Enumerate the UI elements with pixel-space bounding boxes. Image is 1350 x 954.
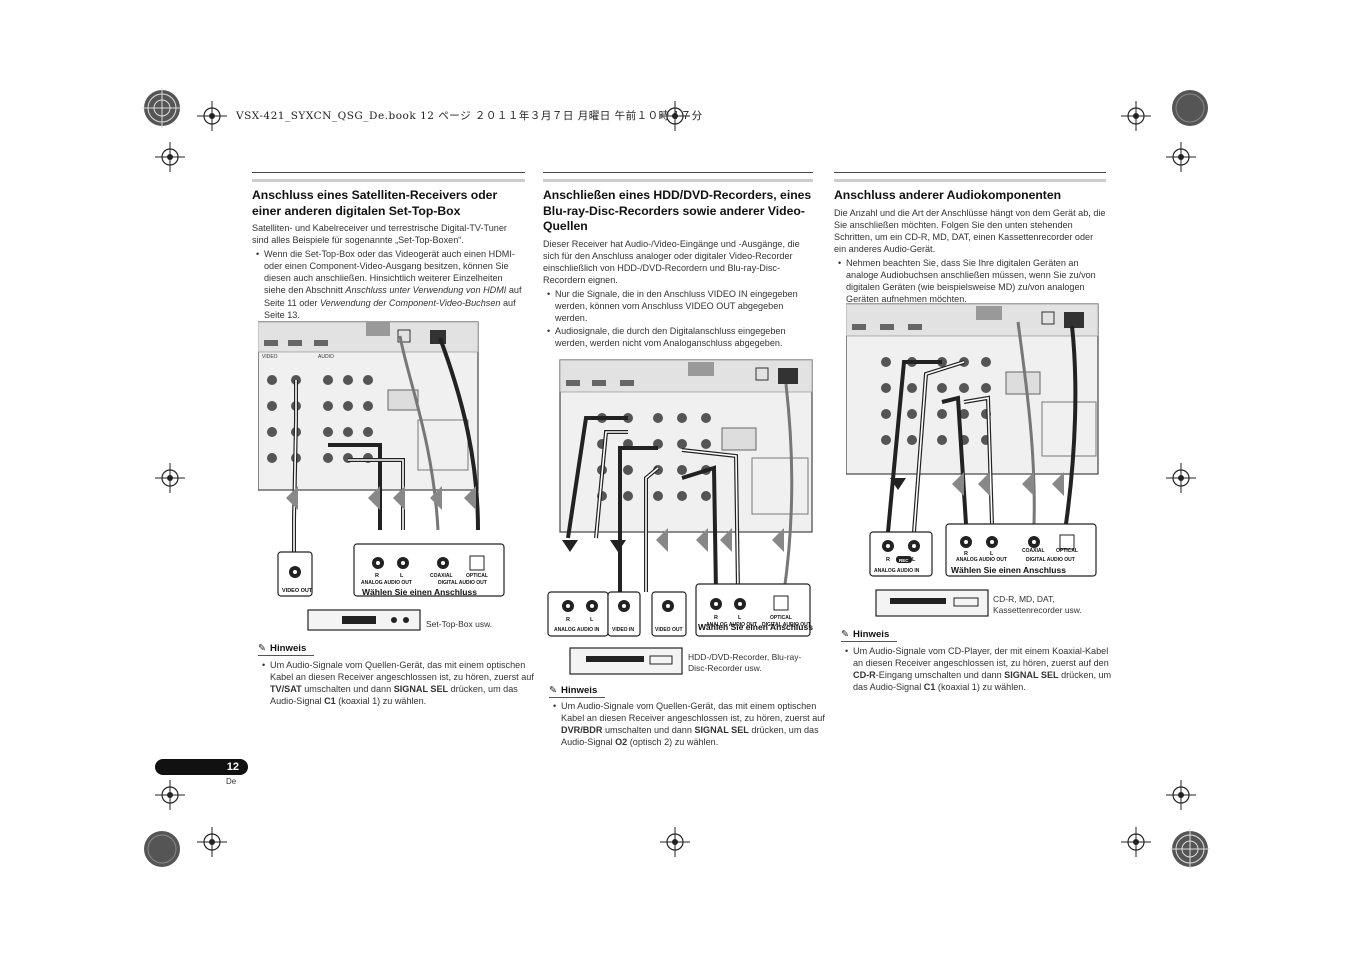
- choose-connection-label: Wählen Sie einen Anschluss: [698, 622, 813, 632]
- coaxial-label: COAXIAL: [430, 573, 453, 579]
- connection-diagram-audio: R L REC ANALOG AUDIO IN R L COAXIAL OPTI…: [846, 302, 1100, 624]
- section-rule: [543, 172, 813, 182]
- device-label: Set-Top-Box usw.: [426, 619, 493, 629]
- bullet-list: Nur die Signale, die in den Anschluss VI…: [543, 288, 813, 349]
- section-intro: Satelliten- und Kabelreceiver und terres…: [252, 223, 507, 246]
- crosshair-mark-icon: [155, 142, 185, 172]
- connection-diagram-set-top-box: VIDEO AUDIO VIDEO OUT R L ANALOG AUDIO O…: [258, 320, 523, 638]
- optical-label: OPTICAL: [770, 615, 792, 621]
- section-intro: Die Anzahl und die Art der Anschlüsse hä…: [834, 207, 1106, 254]
- digital-audio-out-label: DIGITAL AUDIO OUT: [1026, 557, 1075, 563]
- note-title: ✎Hinweis: [549, 685, 605, 698]
- choose-connection-label: Wählen Sie einen Anschluss: [951, 565, 1066, 575]
- l-label: L: [400, 573, 404, 579]
- svg-text:AUDIO: AUDIO: [318, 354, 334, 360]
- section-audio-components: Anschluss anderer Audiokomponenten Die A…: [834, 172, 1106, 306]
- page-number-badge: 12: [155, 759, 248, 775]
- section-title: Anschließen eines HDD/DVD-Recorders, ein…: [543, 188, 812, 233]
- crosshair-mark-icon: [1166, 142, 1196, 172]
- crosshair-mark-icon: [1166, 463, 1196, 493]
- crosshair-mark-icon: [660, 827, 690, 857]
- analog-audio-out-label: ANALOG AUDIO OUT: [956, 557, 1007, 563]
- crosshair-mark-icon: [197, 101, 227, 131]
- crosshair-mark-icon: [1121, 101, 1151, 131]
- section-rule: [834, 172, 1106, 182]
- registration-mark-icon: [1168, 86, 1212, 130]
- video-out-label: VIDEO OUT: [282, 588, 313, 594]
- crosshair-mark-icon: [197, 827, 227, 857]
- video-out-label: VIDEO OUT: [655, 627, 683, 633]
- page-language: De: [226, 777, 237, 786]
- l-label: L: [912, 557, 916, 563]
- l-label: L: [590, 617, 594, 623]
- bullet-item: Nehmen beachten Sie, dass Sie Ihre digit…: [834, 257, 1106, 305]
- coaxial-label: COAXIAL: [1022, 548, 1045, 554]
- section-title: Anschluss anderer Audiokomponenten: [834, 188, 1062, 202]
- bullet-item: Wenn die Set-Top-Box oder das Videogerät…: [252, 248, 525, 321]
- section-hdd-dvd-recorder: Anschließen eines HDD/DVD-Recorders, ein…: [543, 172, 813, 350]
- section-rule: [252, 172, 525, 182]
- bullet-item: Nur die Signale, die in den Anschluss VI…: [543, 288, 813, 324]
- r-label: R: [566, 617, 570, 623]
- bullet-list: Wenn die Set-Top-Box oder das Videogerät…: [252, 248, 525, 321]
- digital-audio-out-label: DIGITAL AUDIO OUT: [438, 580, 487, 586]
- registration-mark-icon: [140, 827, 184, 871]
- note-text: Um Audio-Signale vom CD-Player, der mit …: [841, 645, 1117, 693]
- device-label: HDD-/DVD-Recorder, Blu-ray-Disc-Recorder…: [688, 652, 802, 673]
- crosshair-mark-icon: [155, 780, 185, 810]
- registration-mark-icon: [1168, 827, 1212, 871]
- l-label: L: [990, 551, 994, 557]
- r-label: R: [375, 573, 379, 579]
- r-label: R: [714, 615, 718, 621]
- pencil-icon: ✎: [258, 643, 267, 654]
- crosshair-mark-icon: [155, 463, 185, 493]
- video-in-label: VIDEO IN: [612, 627, 634, 633]
- bullet-item: Audiosignale, die durch den Digitalansch…: [543, 325, 813, 349]
- connection-diagram-hdd-dvd: R L ANALOG AUDIO IN VIDEO IN VIDEO OUT R…: [546, 358, 814, 680]
- analog-audio-out-label: ANALOG AUDIO OUT: [706, 622, 757, 628]
- analog-audio-in-label: ANALOG AUDIO IN: [554, 627, 600, 633]
- crosshair-mark-icon: [660, 101, 690, 131]
- note-title: ✎Hinweis: [258, 643, 314, 656]
- section-intro: Dieser Receiver hat Audio-/Video-Eingäng…: [543, 238, 800, 285]
- pencil-icon: ✎: [841, 629, 850, 640]
- book-header-line: VSX-421_SYXCN_QSG_De.book 12 ページ ２０１１年３月…: [236, 110, 703, 122]
- analog-audio-out-label: ANALOG AUDIO OUT: [361, 580, 412, 586]
- crosshair-mark-icon: [1121, 827, 1151, 857]
- registration-mark-icon: [140, 86, 184, 130]
- choose-connection-label: Wählen Sie einen Anschluss: [362, 587, 477, 597]
- bullet-list: Nehmen beachten Sie, dass Sie Ihre digit…: [834, 257, 1106, 305]
- note-text: Um Audio-Signale vom Quellen-Gerät, das …: [549, 700, 825, 748]
- r-label: R: [886, 557, 890, 563]
- svg-text:VIDEO: VIDEO: [262, 354, 278, 360]
- r-label: R: [964, 551, 968, 557]
- rec-badge: REC: [899, 558, 909, 563]
- section-title: Anschluss eines Satelliten-Receivers ode…: [252, 188, 498, 218]
- note-text: Um Audio-Signale vom Quellen-Gerät, das …: [258, 659, 535, 707]
- device-label: CD-R, MD, DAT, Kassettenrecorder usw.: [993, 594, 1082, 615]
- section-set-top-box: Anschluss eines Satelliten-Receivers ode…: [252, 172, 525, 322]
- pencil-icon: ✎: [549, 685, 558, 696]
- optical-label: OPTICAL: [1056, 548, 1078, 554]
- crosshair-mark-icon: [1166, 780, 1196, 810]
- note-title: ✎Hinweis: [841, 629, 897, 642]
- digital-audio-out-label: DIGITAL AUDIO OUT: [762, 622, 811, 628]
- analog-audio-in-label: ANALOG AUDIO IN: [874, 568, 920, 574]
- optical-label: OPTICAL: [466, 573, 488, 579]
- l-label: L: [738, 615, 742, 621]
